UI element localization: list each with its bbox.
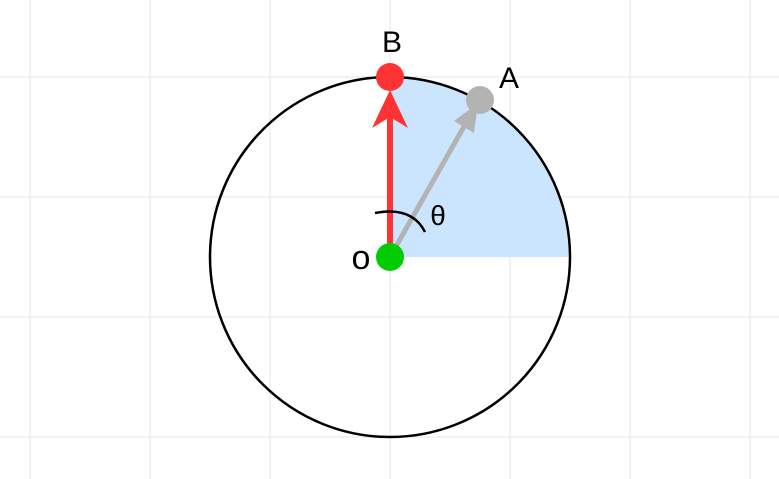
- label-a: A: [499, 62, 519, 95]
- point-b: [376, 63, 404, 91]
- angle-arc: [374, 210, 427, 233]
- origin-point: [376, 243, 404, 271]
- shaded-sector: [390, 77, 570, 257]
- point-a: [466, 86, 494, 114]
- label-b: B: [382, 26, 402, 59]
- label-origin: o: [352, 239, 371, 277]
- vector-ob-arrowhead: [372, 90, 408, 128]
- vector-oa-shaft: [387, 120, 469, 260]
- label-theta: θ: [430, 200, 446, 231]
